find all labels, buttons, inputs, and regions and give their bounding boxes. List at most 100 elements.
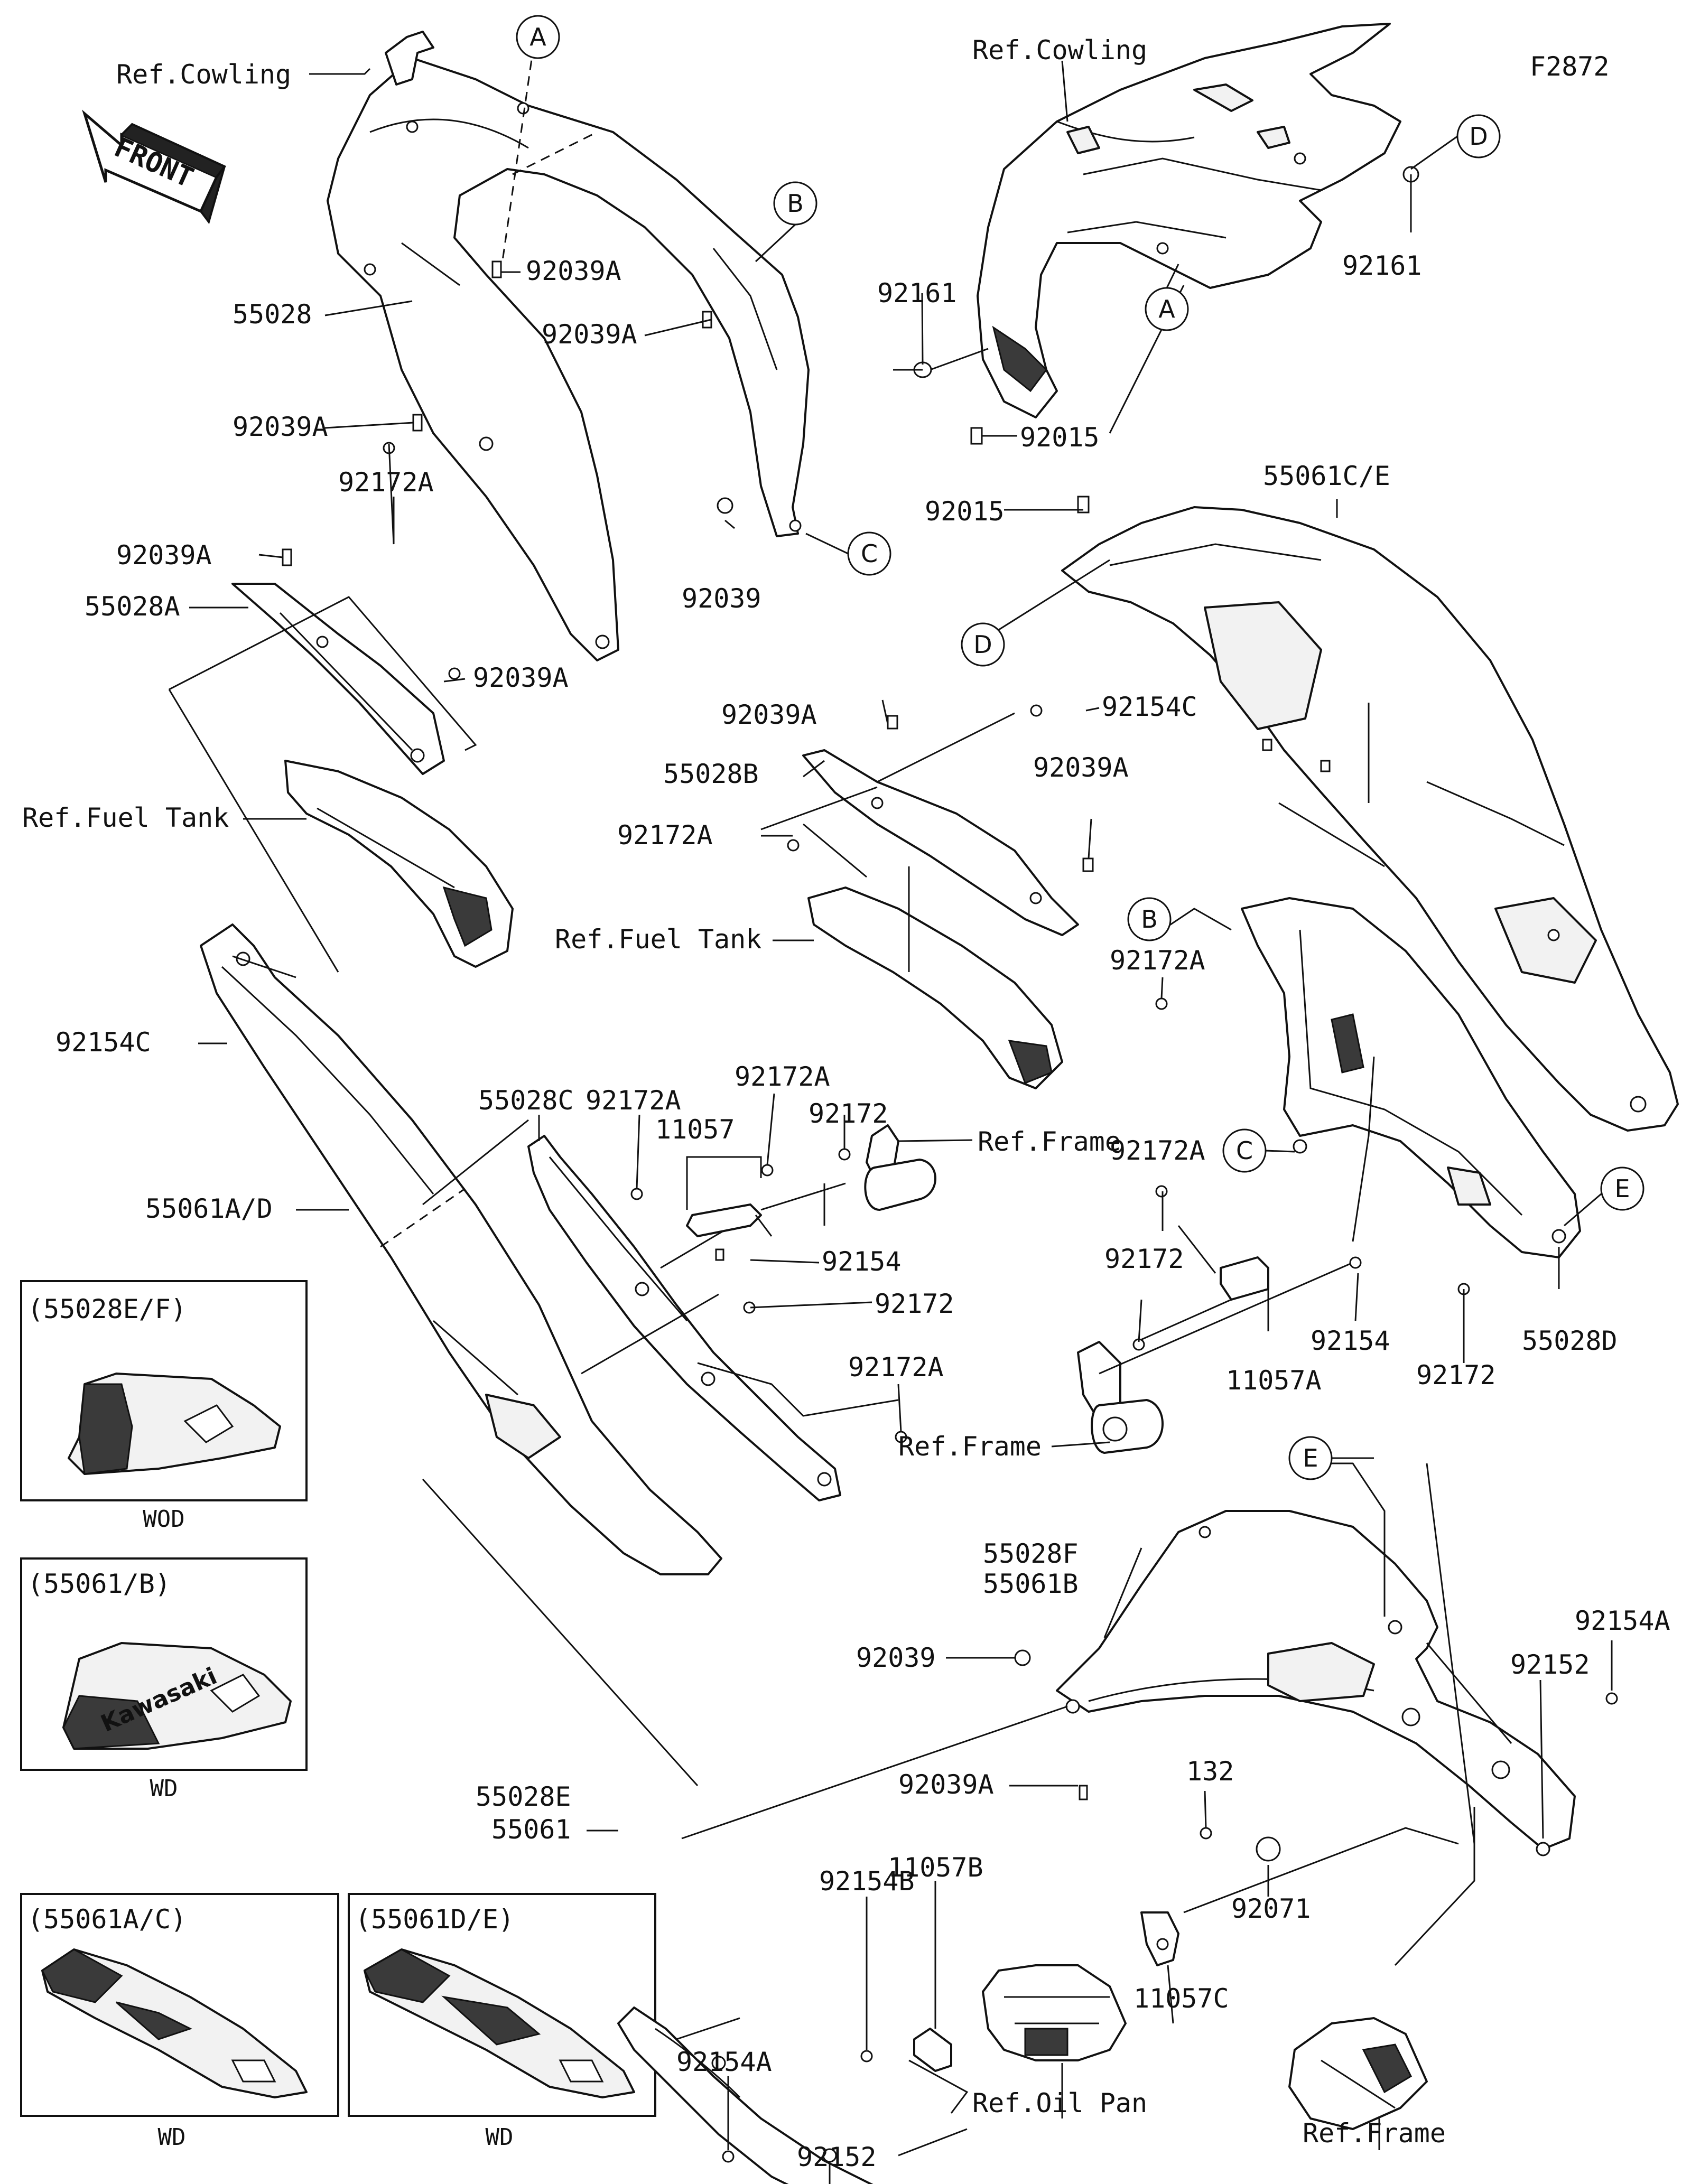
front-arrow-icon: FRONT [82,109,227,225]
circle-marker-e: E [1600,1166,1644,1211]
svg-text:A: A [1158,295,1175,323]
ref-label: Ref.Oil Pan [972,2088,1147,2118]
part-number-label: 92015 [1020,422,1100,453]
part-number-label: 92039A [233,412,328,442]
variant-title: (55061/B) [27,1569,171,1599]
part-number-label: 92172A [735,1061,830,1092]
part-number-label: 11057B [888,1852,983,1883]
part-number-label: 92172A [586,1085,681,1116]
frame-ref-2 [1077,1341,1164,1454]
figure-code: F2872 [1530,51,1610,82]
part-number-label: 92039A [116,540,212,571]
bolt-icon [630,704,1470,1443]
part-number-label: 11057A [1226,1365,1322,1396]
bracket-11057b [908,2028,969,2114]
variant-caption: WD [150,1775,178,1802]
lower-cover-55028c [527,1135,841,1501]
lower-fairing-55028f [1056,1510,1576,1850]
part-number-label: 92039A [1033,752,1129,783]
part-number-label: 55028A [85,591,180,622]
side-fairing-55061ad [200,923,722,1575]
part-number-label: 92039A [526,256,621,286]
part-number-label: 92154A [676,2047,772,2077]
circle-marker-d: D [1456,114,1501,158]
fuel-tank-ref-1 [284,760,514,968]
cowling-bracket [385,31,434,86]
part-number-label: 92152 [797,2142,877,2172]
part-number-label: 55028E [476,1781,571,1812]
lower-fairing-55028e [617,2006,874,2184]
svg-text:A: A [529,23,546,51]
circle-marker-b: B [1127,897,1172,941]
part-number-label: 92071 [1231,1893,1311,1924]
fuel-tank-ref-2 [807,886,1063,1089]
part-number-label: 92172A [1110,1135,1205,1166]
part-number-label: 92172 [1104,1244,1184,1274]
circle-marker-a: A [1145,287,1189,331]
part-number-label: 92154C [55,1027,151,1058]
part-number-label: 92172 [875,1289,954,1319]
bolt-icon [282,260,733,680]
variant-title: (55061A/C) [27,1904,187,1935]
svg-text:D: D [1469,122,1488,151]
circle-marker-a: A [516,15,560,59]
ref-label: Ref.Frame [978,1126,1121,1157]
ref-label: Ref.Fuel Tank [22,802,229,833]
part-number-label: 55028 [233,299,312,330]
svg-text:B: B [787,189,804,218]
part-number-label: 92172 [809,1098,888,1129]
variant-box-55028ef: (55028E/F) WOD [20,1280,308,1533]
ref-label: Ref.Cowling [972,35,1147,66]
frame-ref-1 [864,1124,936,1211]
part-number-label: 92039 [856,1642,936,1673]
part-number-label: 55061A/D [145,1193,273,1224]
ref-label: Ref.Fuel Tank [555,924,761,955]
circle-marker-b: B [773,181,817,226]
part-number-label: 92161 [877,278,957,309]
clip-icon [913,166,1419,514]
part-number-label: 92154 [822,1246,902,1277]
part-number-label: 92152 [1510,1649,1590,1680]
part-number-label: 55061C/E [1263,461,1390,491]
part-number-label: 92172A [848,1352,944,1383]
labels: Ref.Cowling Ref.Cowling 92039A 92039A 55… [22,35,1670,2172]
part-number-label: 11057C [1133,1983,1229,2014]
svg-text:D: D [973,630,992,659]
side-fairing-55061ce [1061,506,1679,1132]
variant-caption: WOD [143,1506,184,1533]
ref-label: Ref.Frame [1303,2118,1446,2149]
part-number-label: 92172A [338,467,434,498]
variant-box-55061ac: (55061A/C) WD [20,1893,339,2151]
circle-marker-c: C [1222,1128,1267,1173]
ref-label: Ref.Frame [898,1431,1042,1462]
variant-title: (55028E/F) [27,1294,187,1324]
bracket-11057a [1099,1256,1353,1375]
part-number-label: 92161 [1342,250,1422,281]
part-number-label: 92039A [542,319,637,350]
part-number-label: 55028F [983,1538,1079,1569]
circle-marker-d: D [961,622,1005,667]
part-number-label: 92039A [721,699,817,730]
part-number-label: 92039A [473,662,569,693]
variant-caption: WD [486,2124,514,2151]
bolt-icon [722,1649,1618,2163]
variant-title: (55061D/E) [355,1904,514,1935]
oil-pan-ref [982,1964,1127,2061]
side-cover-55028b [802,749,1079,936]
part-number-label: 92154B [819,1866,915,1897]
part-number-label: 92172A [1110,945,1205,976]
part-number-label: 92154C [1102,692,1197,722]
circle-marker-e: E [1288,1436,1333,1480]
part-number-label: 55061 [491,1814,571,1845]
part-number-label: 92154A [1575,1606,1670,1636]
frame-ref-3 [1288,2017,1428,2130]
variant-caption: WD [158,2124,186,2151]
svg-text:E: E [1614,1174,1630,1203]
svg-text:E: E [1303,1444,1318,1472]
circle-marker-c: C [847,531,891,576]
part-number-label: 11057 [655,1114,735,1145]
part-number-label: 92015 [925,496,1005,527]
part-number-label: 55028B [663,759,759,789]
part-number-label: 92172A [617,820,713,851]
